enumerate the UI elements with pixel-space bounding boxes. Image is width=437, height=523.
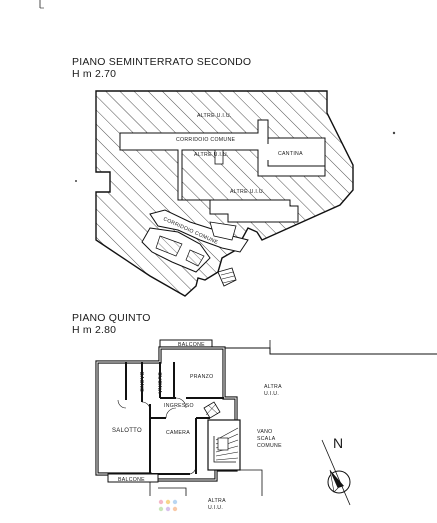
north-arrow-tail [329,469,339,493]
label-altre-uiu-top: ALTRE U.I.U. [197,113,232,119]
north-arrow: N [321,435,351,506]
label-altra-uiu-bottom-1: ALTRA [208,498,226,504]
label-altre-uiu-right: ALTRE U.I.U. [230,189,265,195]
neighbor-outline-bottom [149,469,263,496]
label-altra-uiu-bottom-2: U.I.U. [208,505,223,511]
door-swings [117,397,197,475]
basement-small-room [209,221,237,241]
landing-block [203,401,221,419]
label-cucina: CUCINA [156,372,162,394]
watermark-logo [158,499,178,512]
label-salotto: SALOTTO [112,428,142,434]
label-balcone-bottom: BALCONE [118,477,145,483]
label-balcone-top: BALCONE [178,342,205,348]
label-pranzo: PRANZO [190,374,213,380]
label-vano: VANO [257,429,273,435]
common-stair [203,401,241,471]
label-comune: COMUNE [257,443,282,449]
stray-mark [75,180,77,182]
balcony-bottom [107,473,159,483]
label-cantina: CANTINA [278,151,303,157]
label-altre-uiu-middle: ALTRE U.I.U. [194,152,229,158]
north-arrow-head [330,470,344,488]
label-bagno: BAGNO [138,372,144,392]
label-altra-uiu-right-1: ALTRA [264,384,282,390]
basement-plan-height: H m 2.70 [72,68,117,80]
neighbor-outline-right [212,347,437,355]
label-ingresso: INGRESSO [164,403,194,409]
basement-hatched-block [155,235,183,257]
corridor-pillar [214,149,224,165]
basement-stair [217,267,237,287]
label-corridoio-comune-top: CORRIDOIO COMUNE [176,137,236,143]
label-altra-uiu-right-2: U.I.U. [264,391,279,397]
basement-hatched-block [185,249,205,267]
basement-plan: ALTRE U.I.U. CORRIDOIO COMUNE ALTRE U.I.… [75,90,396,297]
fifth-floor-plan-title: PIANO QUINTO [72,312,151,324]
basement-outline [95,90,354,297]
stray-mark [392,131,396,135]
north-label: N [333,435,343,451]
north-arrow-circle [327,470,351,494]
corridor-comune-diagonal [149,209,249,253]
basement-plan-title: PIANO SEMINTERRATO SECONDO [72,56,252,68]
label-camera: CAMERA [166,430,190,436]
fifth-floor-plan-height: H m 2.80 [72,324,117,336]
fifth-floor-plan: BALCONE BAGNO CUCINA PRANZO ALTRA U.I.U.… [95,339,437,511]
north-arrow-axis [321,439,351,506]
label-scala: SCALA [257,436,276,442]
